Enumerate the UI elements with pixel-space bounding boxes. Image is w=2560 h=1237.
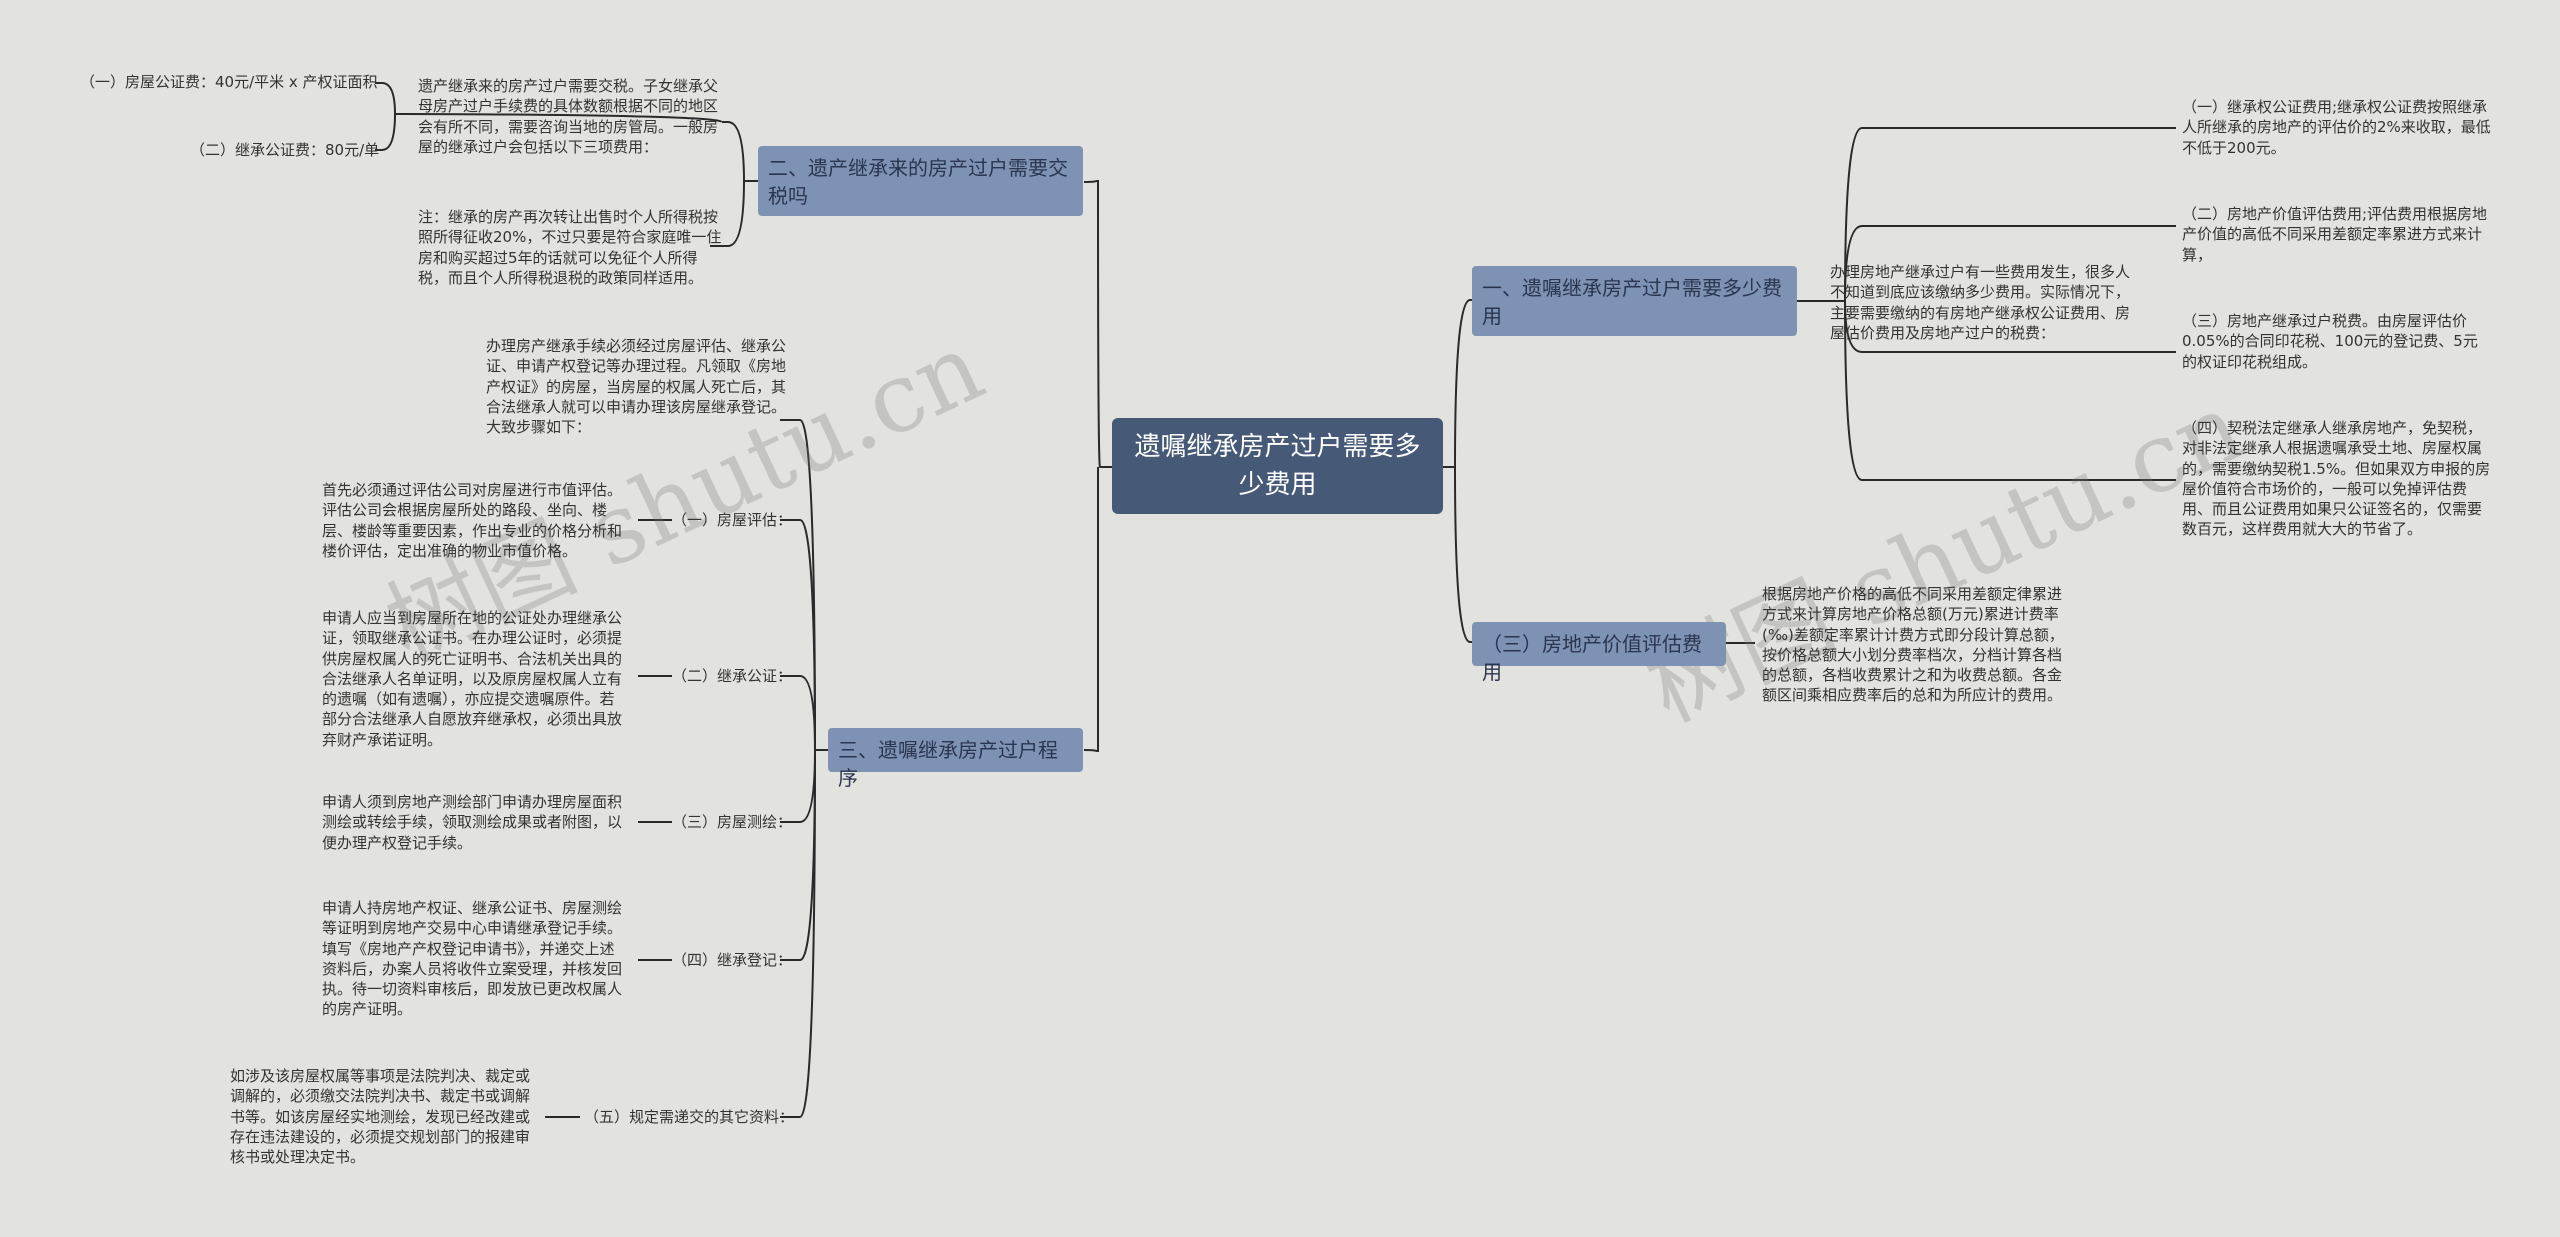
branch-b4[interactable]: （三）房地产价值评估费用 [1472,622,1726,684]
b3-intro: 办理房产继承手续必须经过房屋评估、继承公证、申请产权登记等办理过程。凡领取《房地… [486,337,787,437]
b3-step-5-text: 如涉及该房屋权属等事项是法院判决、裁定或调解的，必须缴交法院判决书、裁定书或调解… [230,1067,531,1167]
b1-item-1: （一）继承权公证费用;继承权公证费按照继承人所继承的房地产的评估价的2%来收取，… [2182,98,2491,157]
branch-b2[interactable]: 二、遗产继承来的房产过户需要交税吗 [758,146,1083,216]
b1-item-2: （二）房地产价值评估费用;评估费用根据房地产价值的高低不同采用差额定率累进方式来… [2182,205,2488,264]
b3-step-2-label: （二）继承公证： [672,667,793,685]
branch-b3[interactable]: 三、遗嘱继承房产过户程序 [828,728,1083,790]
b4-text: 根据房地产价格的高低不同采用差额定律累进方式来计算房地产价格总额(万元)累进计费… [1762,585,2064,705]
b3-step-4-label: （四）继承登记： [672,951,793,969]
b3-step-4-text: 申请人持房地产权证、继承公证书、房屋测绘等证明到房地产交易中心申请继承登记手续。… [322,899,623,1019]
root-topic[interactable]: 遗嘱继承房产过户需要多少费用 [1112,418,1443,514]
b1-item-3: （三）房地产继承过户税费。由房屋评估价0.05%的合同印花税、100元的登记费、… [2182,312,2478,371]
b3-step-1-text: 首先必须通过评估公司对房屋进行市值评估。评估公司会根据房屋所处的路段、坐向、楼层… [322,481,623,560]
b2-fee-2: （二）继承公证费：80元/单 [190,141,380,159]
branch-b1[interactable]: 一、遗嘱继承房产过户需要多少费用 [1472,266,1797,336]
b3-step-2-text: 申请人应当到房屋所在地的公证处办理继承公证，领取继承公证书。在办理公证时，必须提… [322,609,623,749]
b2-fee-1: （一）房屋公证费：40元/平米 x 产权证面积 [80,73,378,91]
b3-step-1-label: （一）房屋评估： [672,511,793,529]
b2-note: 注：继承的房产再次转让出售时个人所得税按照所得征收20%，不过只要是符合家庭唯一… [418,208,722,287]
b2-main: 遗产继承来的房产过户需要交税。子女继承父母房产过户手续费的具体数额根据不同的地区… [418,77,719,156]
b3-step-3-text: 申请人须到房地产测绘部门申请办理房屋面积测绘或转绘手续，领取测绘成果或者附图，以… [322,793,623,852]
b3-step-5-label: （五）规定需递交的其它资料： [584,1108,795,1126]
b1-item-4: （四）契税法定继承人继承房地产，免契税，对非法定继承人根据遗嘱承受土地、房屋权属… [2182,419,2491,539]
b3-step-3-label: （三）房屋测绘： [672,813,793,831]
b1-intro: 办理房地产继承过户有一些费用发生，很多人不知道到底应该缴纳多少费用。实际情况下，… [1830,263,2131,342]
